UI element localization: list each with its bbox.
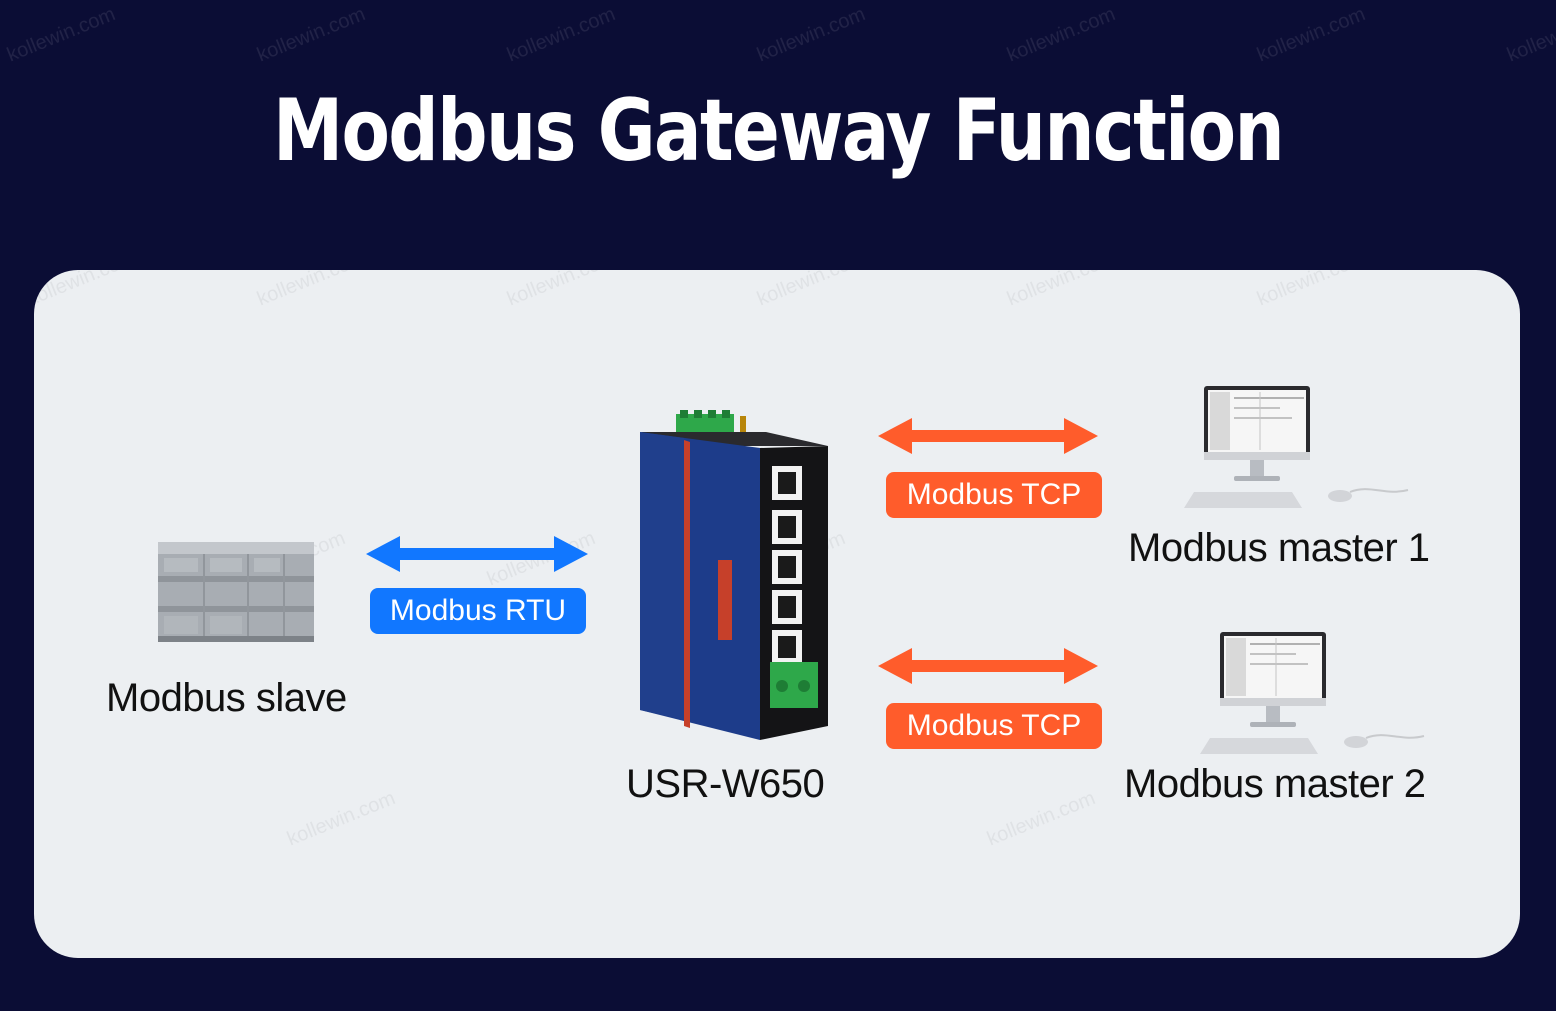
master2-label: Modbus master 2 <box>1124 762 1426 806</box>
gateway-label: USR-W650 <box>626 762 825 806</box>
watermark: kollewin.com <box>504 270 619 311</box>
slave-label: Modbus slave <box>106 676 347 720</box>
modbus-rtu-badge: Modbus RTU <box>370 588 586 634</box>
watermark: kollewin.com <box>1504 3 1556 67</box>
watermark: kollewin.com <box>284 787 399 851</box>
watermark: kollewin.com <box>754 3 869 67</box>
watermark: kollewin.com <box>254 3 369 67</box>
master1-label: Modbus master 1 <box>1128 526 1430 570</box>
watermark: kollewin.com <box>504 3 619 67</box>
bidirectional-arrow-icon <box>366 536 588 572</box>
modbus-tcp-badge: Modbus TCP <box>886 703 1102 749</box>
page-title: Modbus Gateway Function <box>272 81 1285 181</box>
watermark: kollewin.com <box>1004 270 1119 311</box>
watermark: kollewin.com <box>254 270 369 311</box>
watermark: kollewin.com <box>4 3 119 67</box>
desktop-computer-icon <box>1184 386 1409 508</box>
watermark: kollewin.com <box>984 787 1099 851</box>
watermark: kollewin.com <box>1254 270 1369 311</box>
plc-device-icon <box>158 542 314 642</box>
bidirectional-arrow-icon <box>878 418 1098 454</box>
watermark: kollewin.com <box>34 270 139 311</box>
watermark: kollewin.com <box>754 270 869 311</box>
watermark: kollewin.com <box>1004 3 1119 67</box>
desktop-computer-icon <box>1200 632 1425 754</box>
industrial-router-icon <box>640 410 828 740</box>
watermark: kollewin.com <box>1254 3 1369 67</box>
bidirectional-arrow-icon <box>878 648 1098 684</box>
modbus-tcp-badge: Modbus TCP <box>886 472 1102 518</box>
